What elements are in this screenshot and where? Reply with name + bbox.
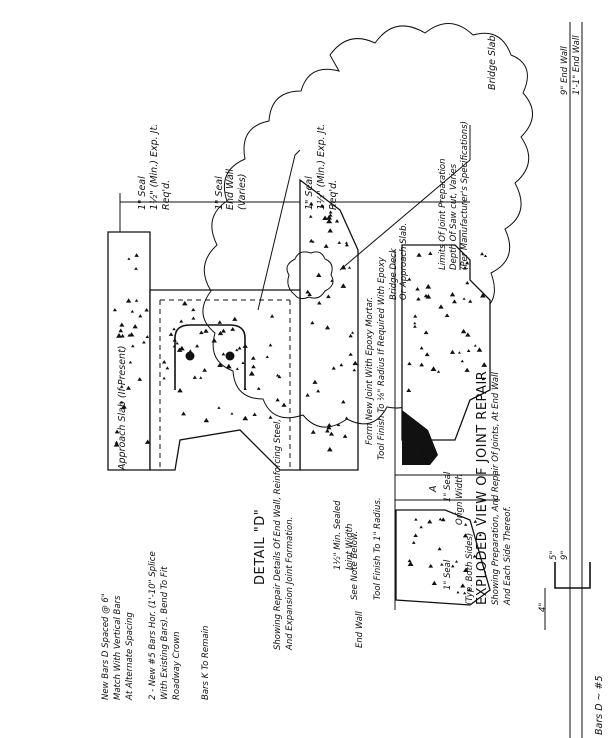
end-wall-body [149, 289, 301, 471]
label-a-marker: A [428, 486, 439, 494]
aggregate-stipple [112, 201, 488, 595]
label-end-wall: End Wall [225, 169, 236, 210]
label-seal-2: 1" Seal [443, 559, 453, 590]
label-9-end-wall: 9" End Wall [560, 46, 570, 95]
detail-d-title: DETAIL "D" [253, 509, 268, 585]
exploded-view-group [202, 23, 533, 610]
label-new-5-2: With Existing Bars). Bend To Fit [160, 566, 170, 700]
label-spall-2: (Varies) [419, 432, 429, 465]
exploded-subtitle-1: Showing Preparation, And Repair Of Joint… [491, 372, 501, 605]
label-spall-1: Spall Area [409, 422, 419, 465]
label-seal-1: 1" Seal [443, 471, 453, 502]
label-new-bars-3: At Alternate Spacing [125, 612, 135, 701]
label-bars-k: Bars K To Remain [201, 626, 211, 700]
bars-d-shape [554, 562, 591, 589]
label-bridge-slab: Bridge Slab [487, 35, 498, 90]
label-exp-jt-right-1: 1½" (Min.) Exp. Jt. [316, 124, 327, 210]
end-wall-leader [257, 149, 301, 311]
label-exp-jt-left-1: 1½" (Min.) Exp. Jt. [149, 124, 160, 210]
label-new-bars-1: New Bars D Spaced @ 6" [101, 593, 111, 700]
label-tool-finish-1: Tool Finish To 1" Radius. [373, 497, 383, 600]
detail-d-subtitle-1: Showing Repair Details Of End Wall, Rein… [273, 419, 283, 650]
label-end-wall-2: End Wall [355, 611, 365, 648]
label-new-5-3: Roadway Crown [172, 631, 182, 700]
label-min-sealed-1: 1½" Min. Sealed [333, 500, 343, 570]
label-dim-9: 9" [560, 551, 570, 560]
label-typ: (Typ. Both Sides) [465, 533, 475, 605]
label-dim-4: 4" [538, 603, 548, 612]
exploded-view-title: EXPLODED VIEW OF JOINT REPAIR [475, 371, 490, 605]
label-orig-width: Orign Width [455, 474, 465, 525]
label-seal-mid: 1" Seal [214, 176, 225, 210]
label-see-note: See Note Below. [350, 531, 360, 600]
label-min-sealed-2: Joint Width [345, 524, 355, 572]
detail-d-subtitle-2: And Expansion Joint Formation. [285, 517, 295, 651]
label-new-bars-2: Match With Vertical Bars [113, 595, 123, 700]
bar-loop [174, 324, 246, 390]
exploded-view-labels: Form New Joint With Epoxy Mortar. Tool F… [333, 121, 513, 648]
exp-jt-bubble [286, 251, 334, 300]
rebar-dot-1 [185, 351, 195, 361]
approach-slab-block [107, 231, 151, 471]
label-varies: (Varies) [237, 174, 248, 210]
label-1-1-end-wall: 1'-1" End Wall [572, 35, 582, 95]
bars-d-group: 9" End Wall 1'-1" End Wall 5" 9" 4" Bars… [538, 22, 605, 738]
end-wall-block [395, 509, 491, 606]
label-dim-5: 5" [549, 551, 559, 560]
label-exp-jt-left-2: Req'd. [161, 180, 172, 210]
label-bridge-deck-2: Or Approach Slab. [399, 223, 409, 300]
label-seal-left: 1" Seal [137, 176, 148, 210]
label-tool-finish-8: Tool Finish To ⅛" Radius If Required Wit… [377, 256, 387, 460]
label-exp-jt-right-2: Req'd. [328, 180, 339, 210]
label-limits-2: Depth Of Saw cut, Varies [449, 163, 459, 270]
label-seal-right: 1" Seal [304, 176, 315, 210]
epoxy-joint-fill [402, 410, 438, 465]
exploded-subtitle-2: And Each Side Thereof. [503, 506, 513, 606]
label-new-5-1: 2 - New #5 Bars Hor. (1'-10" Splice [148, 551, 158, 700]
label-limits-3: (Per Manufacturer's Specifications) [460, 121, 470, 270]
end-wall-dashed-outline [159, 299, 291, 470]
label-bars-d: Bars D ~ #5 [594, 675, 605, 735]
label-form-joint: Form New Joint With Epoxy Mortar. [365, 297, 375, 445]
detail-d-group [107, 125, 471, 471]
label-limits-1: Limits Of Joint Preparation [438, 158, 448, 270]
rebar-dot-2 [225, 351, 235, 361]
label-bridge-deck-1: Bridge Deck [389, 247, 399, 300]
bridge-slab-leader [339, 159, 471, 271]
